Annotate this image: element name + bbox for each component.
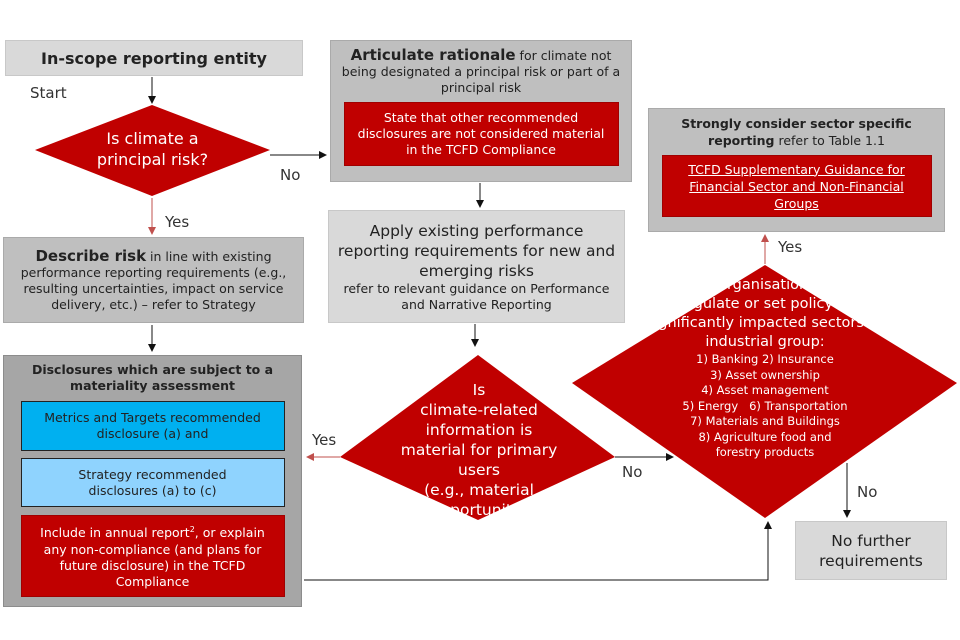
- q2-no-label: No: [622, 463, 643, 481]
- q3-text: Does the organisation operates, regulate…: [640, 276, 890, 486]
- sector-rest: refer to Table 1.1: [774, 133, 885, 148]
- describe-bold: Describe risk: [35, 246, 147, 265]
- start-box: In-scope reporting entity: [5, 40, 303, 76]
- q3-item: 5) Energy 6) Transportation: [682, 398, 848, 413]
- q3-item: 8) Agriculture food and forestry product…: [698, 429, 832, 460]
- q3-item: 4) Asset management: [701, 383, 829, 397]
- q3-main: Does the organisation operates, regulate…: [646, 277, 884, 350]
- describe-box: Describe risk in line with existing perf…: [3, 237, 304, 323]
- q1-no-label: No: [280, 166, 301, 184]
- q2-text: Is climate-related information is materi…: [395, 381, 563, 519]
- sector-bold: Strongly consider sector specific report…: [681, 116, 912, 148]
- rationale-bold: Articulate rationale: [350, 46, 516, 64]
- sector-text: Strongly consider sector specific report…: [657, 115, 937, 149]
- sector-box: Strongly consider sector specific report…: [648, 108, 945, 232]
- disclosures-title: Disclosures which are subject to a mater…: [31, 362, 274, 393]
- q3-item: 1) Banking 2) Insurance: [696, 352, 834, 366]
- q3-no-label: No: [857, 483, 878, 501]
- q2-yes-label: Yes: [312, 431, 337, 449]
- apply-sub: refer to relevant guidance on Performanc…: [343, 280, 610, 312]
- start-label: Start: [30, 84, 67, 102]
- rationale-text: Articulate rationale for climate not bei…: [341, 47, 621, 96]
- q3-item: 3) Asset ownership: [710, 367, 820, 382]
- apply-box: Apply existing performance reporting req…: [328, 210, 625, 323]
- include-part2: , or explain any non-compliance (and pla…: [43, 525, 265, 589]
- apply-main: Apply existing performance reporting req…: [337, 221, 616, 280]
- sector-guidance-link[interactable]: TCFD Supplementary Guidance for Financia…: [661, 155, 932, 217]
- q2-line2: climate-related information is material …: [400, 401, 558, 479]
- arrow-disclosures-q3: [304, 521, 772, 581]
- q1-line1: Is climate a: [106, 129, 199, 148]
- q3-diamond: [572, 265, 957, 518]
- footnote-ref: 2: [189, 525, 195, 535]
- q2-diamond: [340, 355, 615, 520]
- disclosures-box: Disclosures which are subject to a mater…: [3, 355, 302, 607]
- q1-text: Is climate a principal risk?: [80, 118, 225, 180]
- rationale-inner: State that other recommended disclosures…: [343, 102, 619, 166]
- end-box: No further requirements: [795, 521, 947, 580]
- q1-line2: principal risk?: [96, 150, 209, 169]
- include-box: Include in annual report2, or explain an…: [20, 515, 285, 597]
- q3-item: 7) Materials and Buildings: [690, 414, 840, 428]
- rationale-box: Articulate rationale for climate not bei…: [330, 40, 632, 182]
- include-part1: Include in annual report: [40, 525, 190, 541]
- strategy-box: Strategy recommended disclosures (a) to …: [20, 458, 285, 507]
- q3-yes-label: Yes: [778, 238, 803, 256]
- include-text: Include in annual report2, or explain an…: [34, 522, 272, 589]
- rationale-rest: for climate not being designated a princ…: [341, 48, 621, 95]
- q1-diamond: [35, 105, 270, 196]
- q2-line1: Is: [472, 381, 486, 399]
- metrics-box: Metrics and Targets recommended disclosu…: [20, 401, 285, 451]
- q2-line3: (e.g., material opportunity): [424, 481, 534, 519]
- describe-text: Describe risk in line with existing perf…: [12, 248, 295, 313]
- q1-yes-label: Yes: [165, 213, 190, 231]
- describe-rest: in line with existing performance report…: [20, 248, 287, 312]
